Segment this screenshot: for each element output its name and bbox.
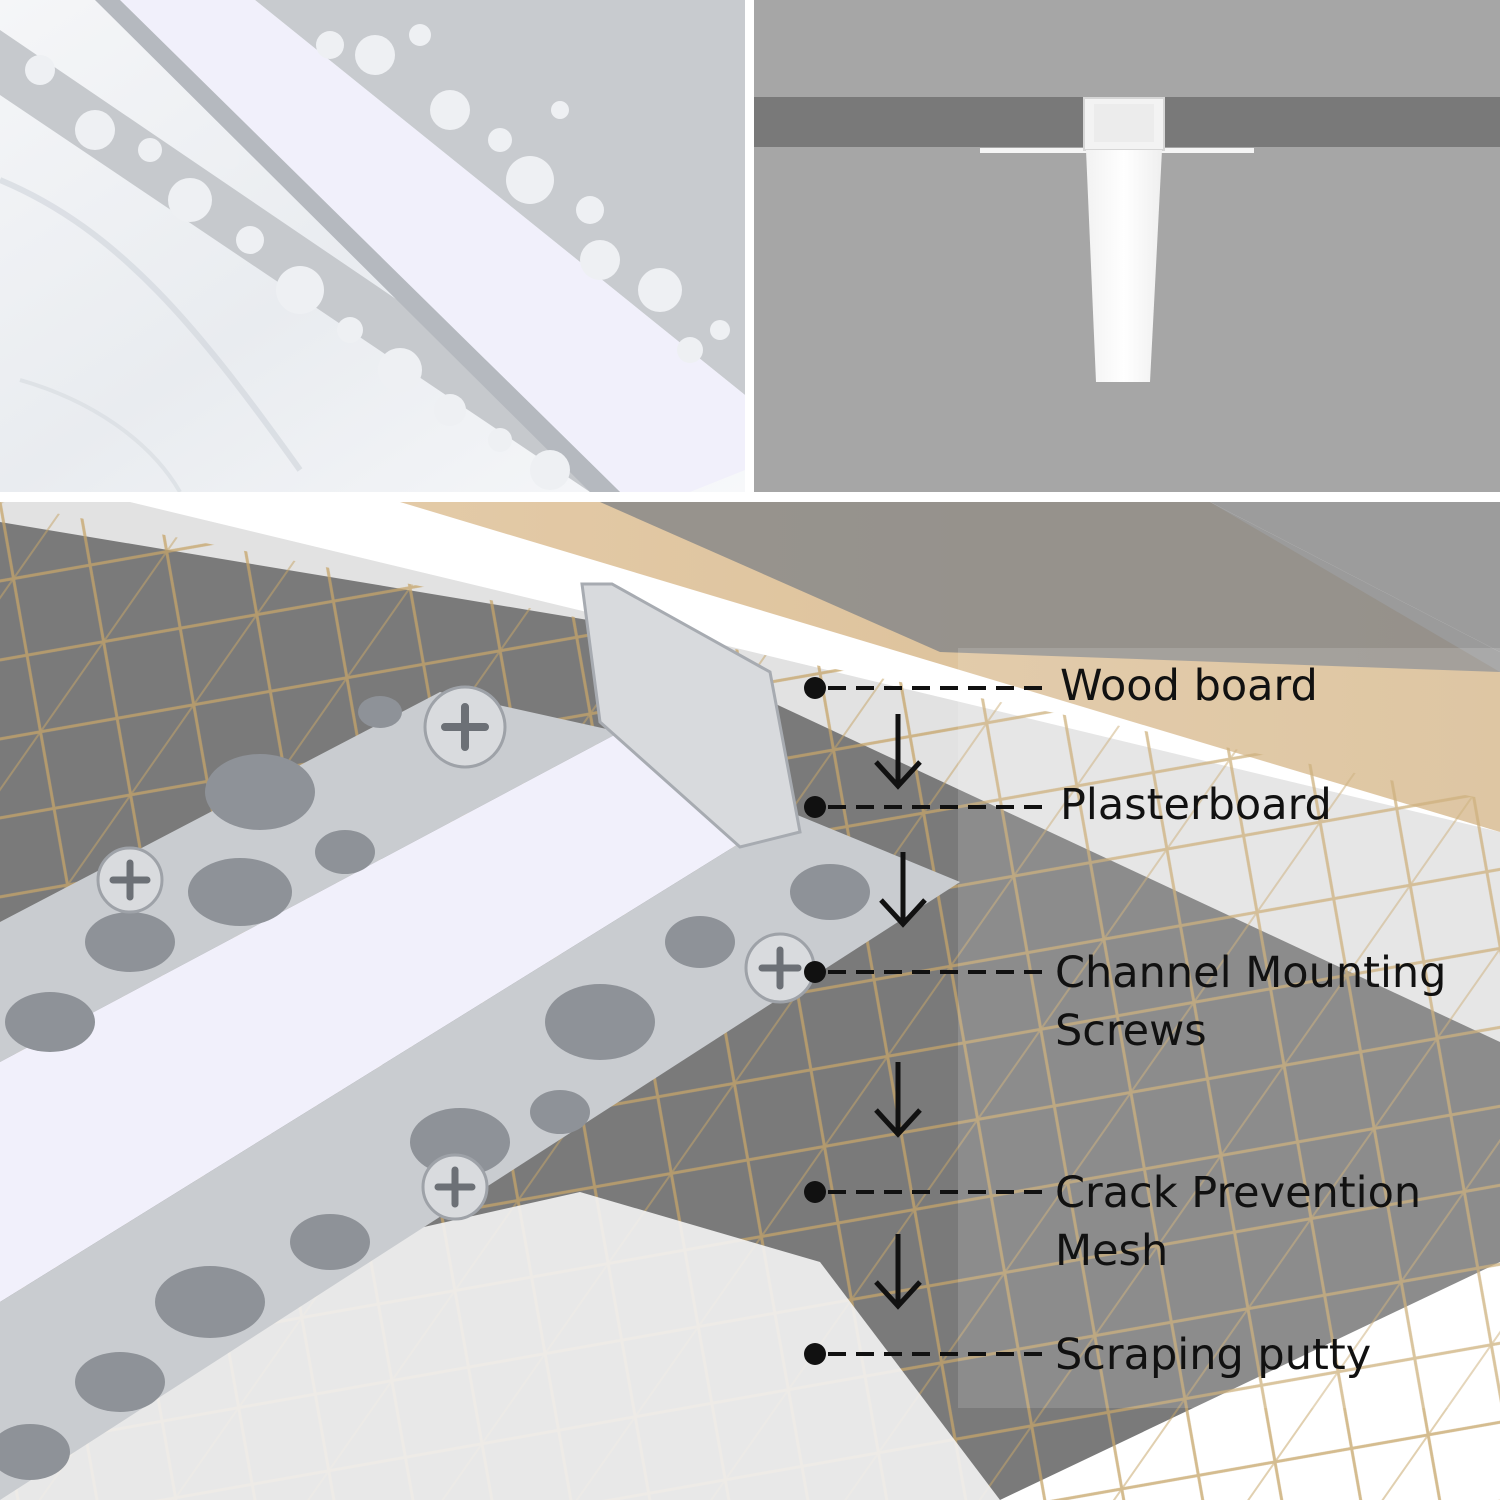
installation-diagram <box>0 502 1500 1500</box>
arrow-down-icon <box>874 714 922 790</box>
arrow-down-icon <box>874 1234 922 1310</box>
product-photo-panel <box>0 0 745 492</box>
callout-dot <box>804 796 826 818</box>
arrow-down-icon <box>874 1062 922 1138</box>
callout-wood-board <box>804 677 1044 699</box>
label-wood-board: Wood board <box>1060 661 1318 711</box>
flange-holes <box>25 24 730 490</box>
product-photo <box>0 0 745 492</box>
label-plasterboard: Plasterboard <box>1060 780 1332 830</box>
cross-section-diagram <box>754 0 1500 492</box>
callout-dot <box>804 961 826 983</box>
layer-callouts <box>804 677 1044 1365</box>
light-beam <box>1086 150 1162 382</box>
callout-dot <box>804 1181 826 1203</box>
installation-layers-panel: Wood board Plasterboard Channel Mounting… <box>0 502 1500 1500</box>
channel-diffuser <box>120 0 745 492</box>
perforation-holes <box>0 696 870 1480</box>
callout-channel-mounting-screws <box>804 961 1044 983</box>
aluminium-channel-profile <box>580 582 802 849</box>
left-flange <box>0 692 620 1062</box>
channel-diffuser <box>0 732 790 1302</box>
label-channel-mounting-screws: Channel Mounting Screws <box>1055 948 1447 1056</box>
cross-section-panel <box>754 0 1500 492</box>
callout-dot <box>804 1343 826 1365</box>
channel-edge <box>95 0 620 492</box>
label-crack-prevention-mesh: Crack Prevention Mesh <box>1055 1168 1422 1276</box>
callout-crack-prevention-mesh <box>804 1181 1044 1203</box>
channel-diffuser <box>1094 104 1154 142</box>
callout-plasterboard <box>804 796 1044 818</box>
arrow-down-icon <box>879 852 927 928</box>
label-scraping-putty: Scraping putty <box>1055 1330 1372 1380</box>
callout-scraping-putty <box>804 1343 1044 1365</box>
callout-dot <box>804 677 826 699</box>
mounting-screws <box>96 685 816 1221</box>
